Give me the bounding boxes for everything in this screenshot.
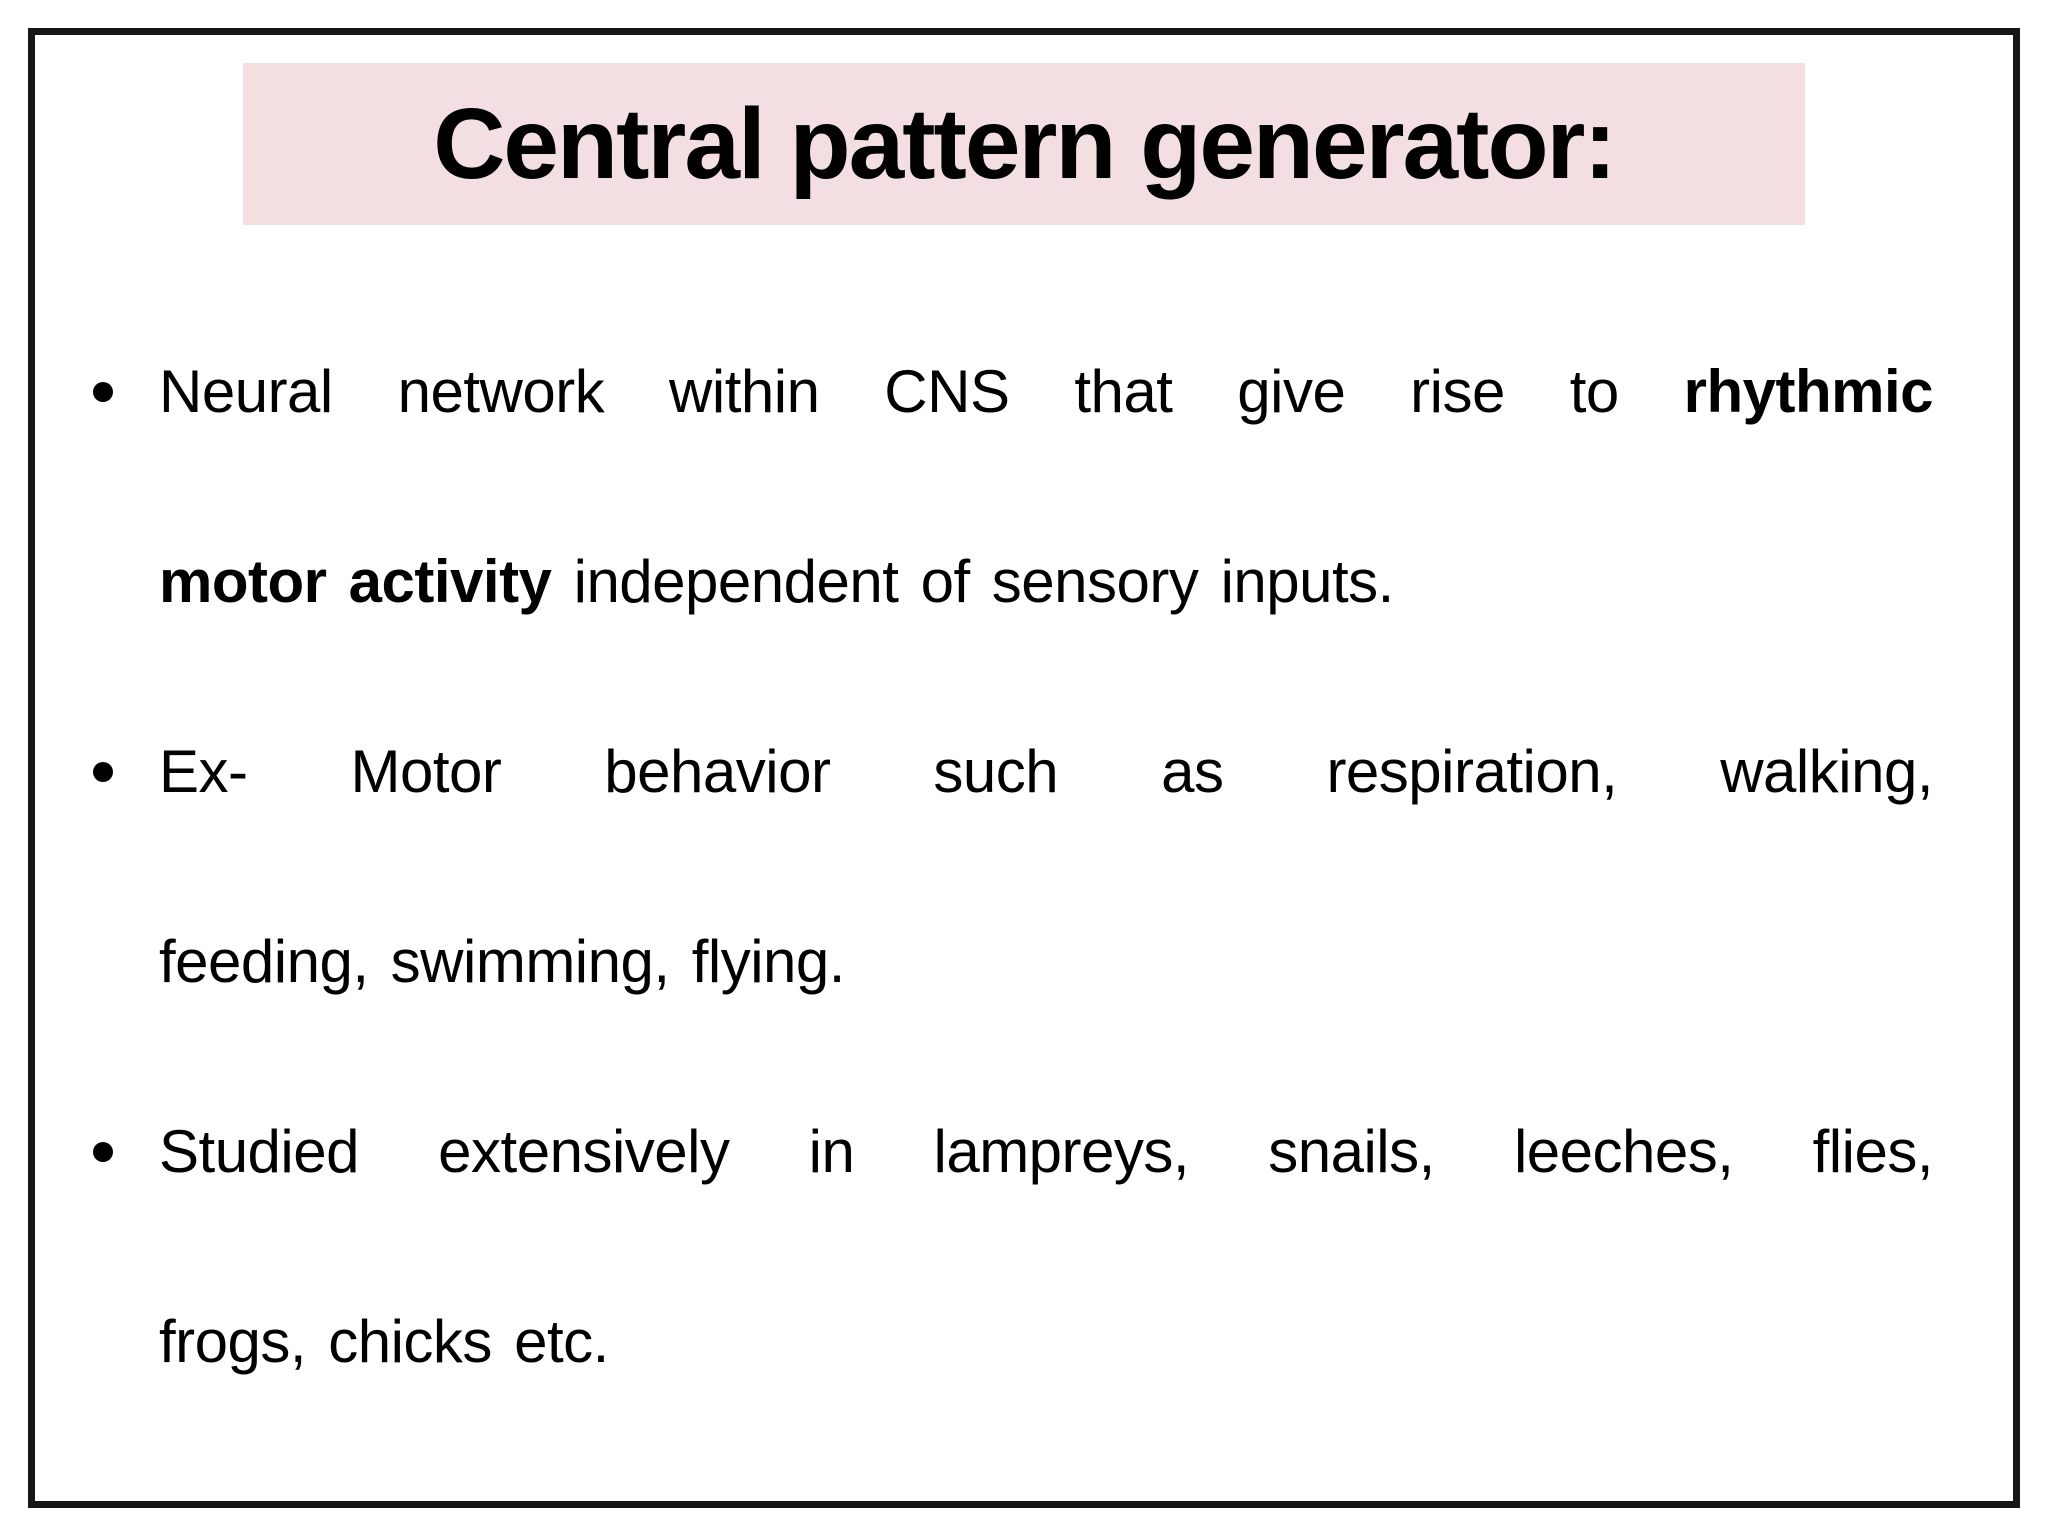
bullet-text: Ex- Motor behavior such as respiration, … — [159, 738, 1934, 805]
slide-border-frame: Central pattern generator: Neural networ… — [28, 28, 2020, 1508]
bullet-text-block: Neural network within CNS that give rise… — [159, 297, 1934, 677]
bullet-item: Studied extensively in lampreys, snails,… — [93, 1057, 1934, 1437]
bullet-line: Studied extensively in lampreys, snails,… — [159, 1057, 1934, 1247]
bullet-text-bold: motor activity — [159, 548, 552, 615]
bullet-icon — [93, 382, 113, 402]
bullet-line: feeding, swimming, flying. — [159, 867, 1933, 1057]
bullet-item: Ex- Motor behavior such as respiration, … — [93, 677, 1934, 1057]
slide-title: Central pattern generator: — [433, 88, 1617, 200]
bullet-text-bold: rhythmic — [1683, 358, 1934, 425]
bullet-line: frogs, chicks etc. — [159, 1247, 1933, 1437]
title-banner: Central pattern generator: — [243, 63, 1805, 225]
bullet-text-block: Ex- Motor behavior such as respiration, … — [159, 677, 1934, 1057]
bullet-text: frogs, chicks etc. — [159, 1308, 609, 1375]
bullet-text-block: Studied extensively in lampreys, snails,… — [159, 1057, 1934, 1437]
bullet-text: independent of sensory inputs. — [551, 548, 1395, 615]
bullet-list: Neural network within CNS that give rise… — [35, 297, 2013, 1437]
bullet-item: Neural network within CNS that give rise… — [93, 297, 1934, 677]
bullet-text: feeding, swimming, flying. — [159, 928, 845, 995]
bullet-line: Ex- Motor behavior such as respiration, … — [159, 677, 1934, 867]
bullet-line: Neural network within CNS that give rise… — [159, 297, 1934, 487]
bullet-line: motor activity independent of sensory in… — [159, 487, 1933, 677]
bullet-text: Neural network within CNS that give rise… — [159, 358, 1684, 425]
bullet-icon — [93, 1142, 113, 1162]
bullet-text: Studied extensively in lampreys, snails,… — [159, 1118, 1934, 1185]
bullet-icon — [93, 762, 113, 782]
